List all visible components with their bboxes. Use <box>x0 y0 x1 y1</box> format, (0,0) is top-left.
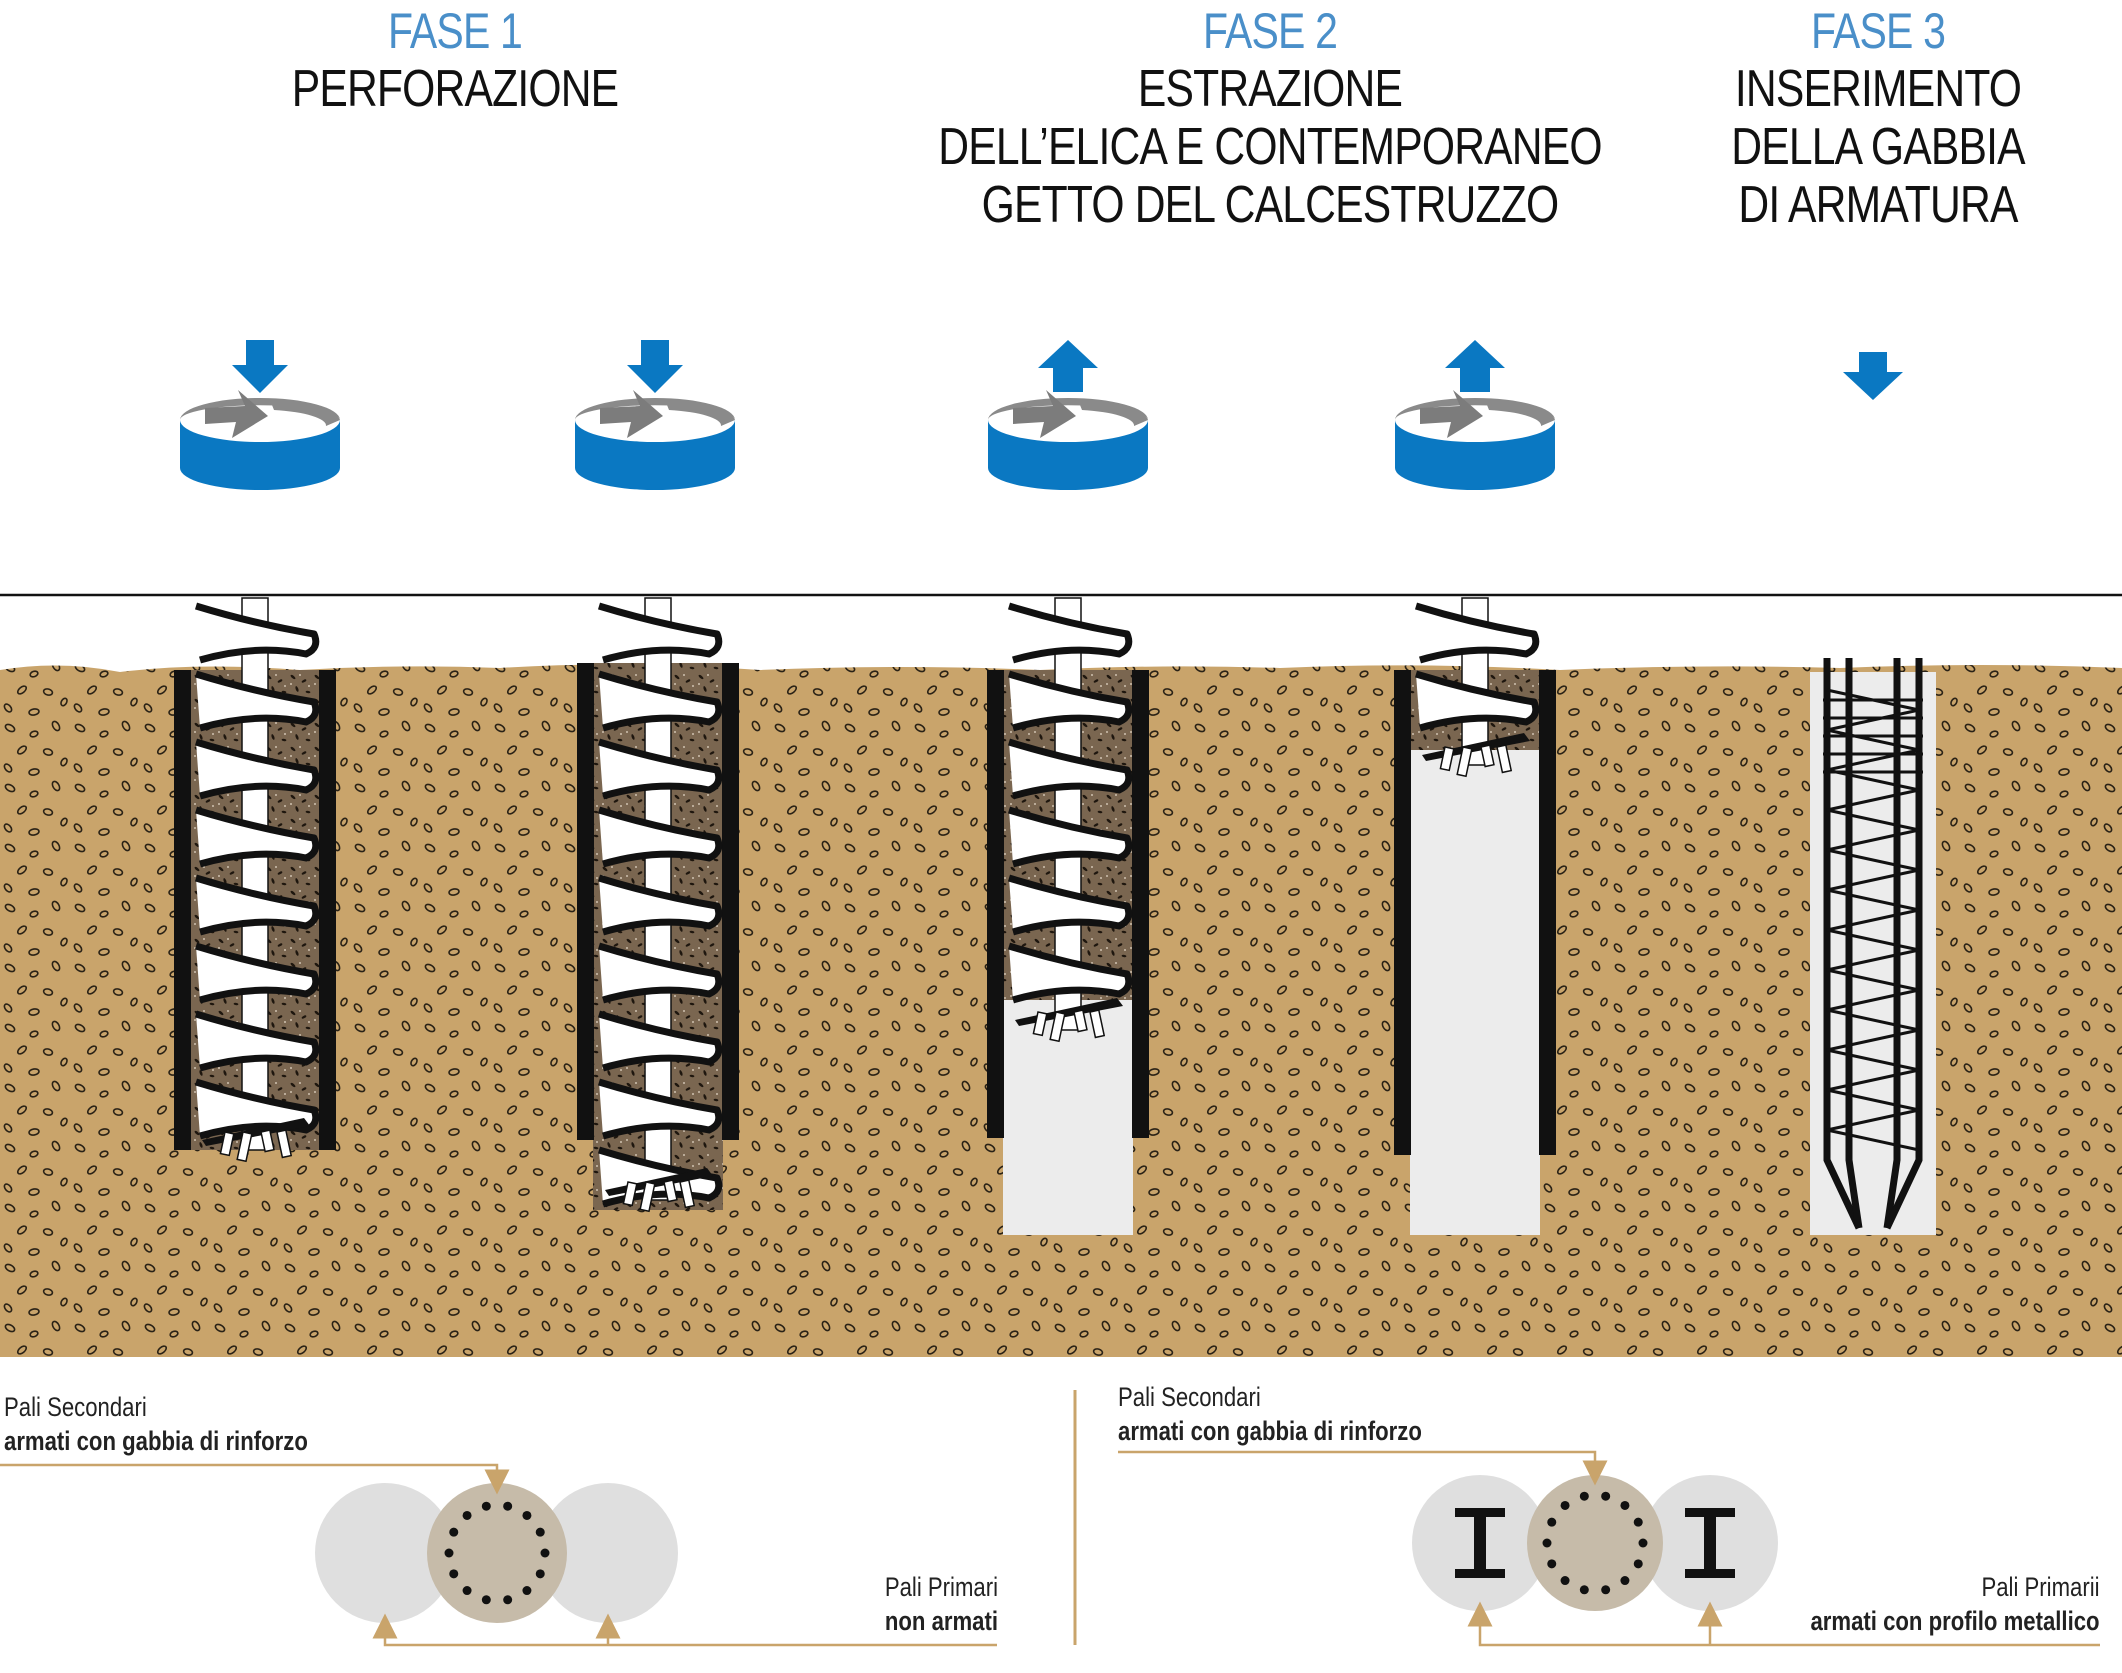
rebar-dot <box>1542 1538 1552 1548</box>
rotation-down-icon <box>575 340 735 490</box>
rebar-dot <box>522 1510 532 1520</box>
reinforcement-cage <box>1810 658 1936 1235</box>
rotation-down-icon <box>180 340 340 490</box>
rebar-dot <box>1633 1517 1643 1527</box>
rebar-dot <box>1547 1559 1557 1569</box>
rebar-dot <box>1560 1500 1570 1510</box>
phase-2-line-3: GETTO DEL CALCESTRUZZO <box>981 176 1559 234</box>
pile-phase2-b <box>1394 597 1556 1235</box>
auger <box>1414 597 1540 778</box>
steel-profile-right-a <box>1455 1508 1505 1578</box>
rebar-dot <box>535 1569 545 1579</box>
rotation-up-icon <box>1395 340 1555 490</box>
legend-left-primary: Pali Primari non armati <box>885 1570 998 1638</box>
rebar-dot <box>1579 1491 1589 1501</box>
phase-3-number: FASE 3 <box>1810 3 1946 59</box>
connector-secondary-right <box>1118 1450 1608 1486</box>
concrete-column <box>1003 990 1133 1235</box>
phase-2-line-1: ESTRAZIONE <box>1137 60 1403 118</box>
casing-right <box>1132 670 1149 1138</box>
rebar-dot <box>1633 1559 1643 1569</box>
phase-3-line-2: DELLA GABBIA <box>1731 118 2025 176</box>
pile-phase3 <box>1810 658 1936 1235</box>
casing-left <box>987 670 1004 1138</box>
legend-right-primary: Pali Primarii armati con profilo metalli… <box>1811 1570 2100 1638</box>
auger <box>597 597 723 1213</box>
auger <box>194 597 320 1163</box>
rebar-dots-left <box>444 1501 550 1605</box>
phase-1-line-1: PERFORAZIONE <box>291 60 619 118</box>
connector-primary-right <box>1467 1601 2100 1647</box>
legend-right-primary-title: Pali Primarii <box>1981 1572 2100 1602</box>
rebar-dots-right <box>1542 1491 1648 1595</box>
legend-left-primary-title: Pali Primari <box>884 1572 998 1602</box>
legend-right-secondary: Pali Secondari armati con gabbia di rinf… <box>1118 1380 1422 1448</box>
phase-3-title: FASE 3 INSERIMENTO DELLA GABBIA DI ARMAT… <box>1699 2 2057 234</box>
rebar-dot <box>503 1595 513 1605</box>
legend-left-secondary-title: Pali Secondari <box>4 1392 147 1422</box>
legend-right-secondary-desc: armati con gabbia di rinforzo <box>1118 1416 1422 1446</box>
phase-2-title: FASE 2 ESTRAZIONE DELL’ELICA E CONTEMPOR… <box>865 2 1674 234</box>
rebar-dot <box>481 1595 491 1605</box>
phase-3-line-1: INSERIMENTO <box>1734 60 2022 118</box>
casing-right <box>319 670 336 1150</box>
rebar-dot <box>444 1548 454 1558</box>
rebar-dot <box>462 1510 472 1520</box>
legend-left-primary-desc: non armati <box>884 1606 998 1636</box>
connector-secondary-left <box>0 1463 510 1495</box>
legend-left-secondary: Pali Secondari armati con gabbia di rinf… <box>4 1390 308 1458</box>
legend-left-secondary-desc: armati con gabbia di rinforzo <box>4 1426 308 1456</box>
rebar-dot <box>535 1527 545 1537</box>
secondary-pile-right <box>1527 1475 1663 1611</box>
secondary-pile-left <box>427 1483 567 1623</box>
pile-phase1-a <box>174 597 336 1163</box>
rebar-dot <box>449 1527 459 1537</box>
rebar-dot <box>481 1501 491 1511</box>
phase-1-title: FASE 1 PERFORAZIONE <box>256 2 654 118</box>
casing-left <box>1394 670 1411 1155</box>
casing-left <box>577 663 594 1140</box>
phase-3-line-3: DI ARMATURA <box>1738 176 2018 234</box>
rebar-dot <box>1620 1500 1630 1510</box>
casing-left <box>174 670 191 1150</box>
connector-primary-left <box>372 1613 997 1647</box>
pile-phase2-a <box>987 597 1149 1235</box>
rebar-dot <box>503 1501 513 1511</box>
arrow-down-icon <box>1843 352 1903 400</box>
legend-right-primary-desc: armati con profilo metallico <box>1810 1606 2100 1636</box>
rebar-dot <box>522 1586 532 1596</box>
rebar-dot <box>1601 1585 1611 1595</box>
rebar-dot <box>1620 1576 1630 1586</box>
auger <box>1007 597 1133 1043</box>
phase-1-number: FASE 1 <box>387 3 523 59</box>
rebar-dot <box>1579 1585 1589 1595</box>
rebar-dot <box>1601 1491 1611 1501</box>
rebar-dot <box>1547 1517 1557 1527</box>
primary-pile-left-a <box>315 1483 455 1623</box>
steel-profile-right-b <box>1685 1508 1735 1578</box>
primary-pile-left-b <box>538 1483 678 1623</box>
rebar-dot <box>540 1548 550 1558</box>
casing-right <box>1539 670 1556 1155</box>
rebar-dot <box>462 1586 472 1596</box>
phase-2-line-2: DELL’ELICA E CONTEMPORANEO <box>938 118 1602 176</box>
rotation-up-icon <box>988 340 1148 490</box>
concrete-column <box>1410 745 1540 1235</box>
casing-right <box>722 663 739 1140</box>
phase-2-number: FASE 2 <box>1202 3 1338 59</box>
legend-right-secondary-title: Pali Secondari <box>1118 1382 1261 1412</box>
rebar-dot <box>1638 1538 1648 1548</box>
rebar-dot <box>1560 1576 1570 1586</box>
pile-phase1-b <box>577 597 739 1213</box>
rebar-dot <box>449 1569 459 1579</box>
